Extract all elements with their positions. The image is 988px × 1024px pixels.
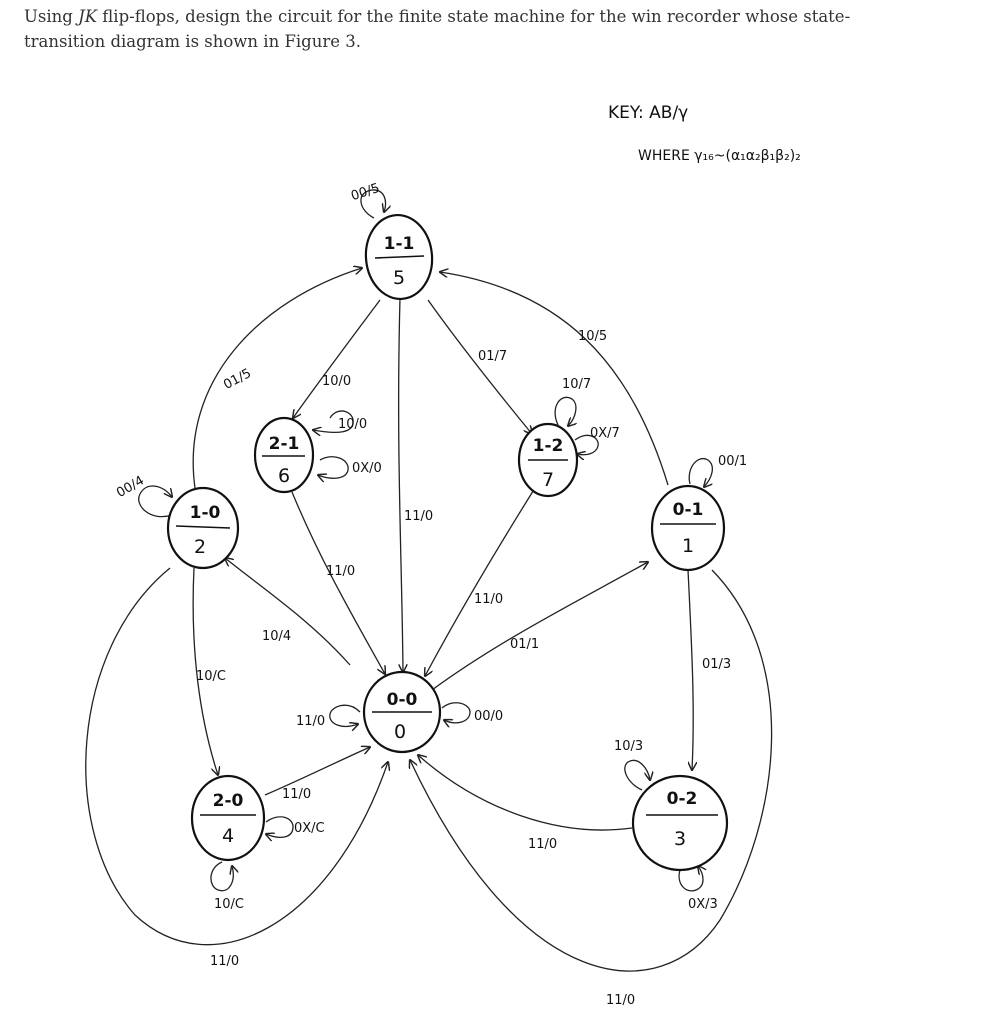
loop-s12-top: [554, 396, 576, 426]
state-0-0: 0-0 0: [362, 670, 442, 754]
label-s11-s12: 01/7: [478, 349, 507, 364]
label-s12-self-10: 10/7: [562, 377, 591, 392]
question-text-line1: flip-flops, design the circuit for the f…: [97, 7, 851, 26]
state-1-1: 1-1 5: [364, 213, 434, 301]
state-0-0-output: 0: [394, 721, 406, 743]
label-s20-s00: 11/0: [282, 787, 311, 802]
state-1-2-output: 7: [542, 469, 554, 491]
state-2-0: 2-0 4: [190, 774, 266, 862]
loop-s02-bottom: [678, 866, 703, 892]
state-1-0-name: 1-0: [190, 503, 221, 523]
label-s11-s21: 10/0: [322, 374, 351, 389]
edge-s10-s20: [192, 567, 218, 775]
loop-s11: [360, 189, 386, 219]
label-s01-s02: 01/3: [702, 657, 731, 672]
loop-s02-top: [624, 759, 650, 791]
loop-s01: [688, 458, 714, 487]
edge-s21-s00: [291, 491, 385, 674]
edge-s10-s00-outer: [85, 567, 388, 946]
label-s01-s11: 10/5: [578, 329, 607, 344]
label-s10-s11: 01/5: [221, 366, 254, 393]
edge-s00-s10: [225, 558, 351, 666]
key-line-2: WHERE γ₁₆~(α₁α₂β₁β₂)₂: [638, 148, 801, 164]
key-line-1: KEY: AB/γ: [608, 103, 688, 123]
edge-s11-s12: [427, 299, 532, 434]
state-1-0-output: 2: [194, 536, 206, 558]
label-s20-self-0x: 0X/C: [294, 821, 325, 836]
label-s10-s20: 10/C: [196, 669, 226, 684]
label-s12-self-0x: 0X/7: [590, 426, 620, 441]
loop-s21-bottom: [318, 456, 349, 479]
loop-s12-right: [574, 434, 599, 454]
question-text-pre: Using: [24, 7, 79, 26]
edge-s01-s11: [440, 272, 669, 486]
edge-s02-s00: [418, 755, 633, 831]
loop-s20-bottom: [210, 861, 233, 892]
label-s11-self: 00/5: [349, 181, 381, 204]
label-s02-self-0x: 0X/3: [688, 897, 718, 912]
label-s21-self-10: 10/0: [338, 417, 367, 432]
state-2-1: 2-1 6: [253, 416, 315, 494]
edge-s10-s11: [192, 268, 362, 489]
loop-s00-left: [329, 704, 361, 726]
edge-s20-s00: [264, 747, 370, 796]
edge-s11-s00: [397, 297, 403, 672]
state-0-0-name: 0-0: [387, 690, 418, 710]
state-0-1: 0-1 1: [650, 484, 726, 572]
state-1-1-name: 1-1: [384, 234, 415, 254]
state-1-2: 1-2 7: [517, 422, 579, 498]
state-0-2: 0-2 3: [631, 774, 729, 872]
label-s01-s00-outer: 11/0: [606, 993, 635, 1008]
label-s01-self: 00/1: [718, 454, 747, 469]
label-s00-self-11: 11/0: [296, 714, 325, 729]
state-1-2-name: 1-2: [533, 436, 564, 456]
label-s00-self-00: 00/0: [474, 709, 503, 724]
label-s11-s00: 11/0: [404, 509, 433, 524]
state-2-1-output: 6: [278, 465, 290, 487]
label-s10-s00-outer: 11/0: [210, 954, 239, 969]
edge-s01-s00-outer: [410, 569, 773, 972]
edge-s12-s00: [425, 487, 536, 676]
label-s12-s00: 11/0: [474, 592, 503, 607]
loop-s21-top: [313, 410, 354, 432]
loop-s20-right: [266, 816, 294, 838]
edge-s11-s21: [293, 299, 381, 418]
edge-s01-s02: [687, 569, 693, 770]
label-s00-s10: 10/4: [262, 629, 291, 644]
label-s02-s00: 11/0: [528, 837, 557, 852]
label-s20-self-10: 10/C: [214, 897, 244, 912]
state-1-0: 1-0 2: [166, 486, 240, 570]
question-text-jk: JK: [78, 7, 98, 26]
state-1-1-output: 5: [393, 267, 405, 289]
state-2-1-name: 2-1: [269, 434, 300, 454]
label-s02-self-10: 10/3: [614, 739, 643, 754]
state-0-2-output: 3: [674, 828, 686, 850]
loop-s10: [138, 485, 172, 518]
state-2-0-output: 4: [222, 825, 234, 847]
state-0-1-output: 1: [682, 535, 694, 557]
question-text-line2: transition diagram is shown in Figure 3.: [24, 32, 362, 51]
label-s00-s01: 01/1: [510, 637, 539, 652]
state-0-2-name: 0-2: [667, 789, 698, 809]
state-2-0-name: 2-0: [213, 791, 244, 811]
label-s10-self: 00/4: [114, 473, 147, 501]
label-s21-self-0x: 0X/0: [352, 461, 382, 476]
question-text: Using JK flip-flops, design the circuit …: [24, 4, 964, 54]
edge-s00-s01: [431, 562, 648, 691]
state-0-1-name: 0-1: [673, 500, 704, 520]
label-s21-s00: 11/0: [326, 564, 355, 579]
loop-s00-right: [441, 702, 471, 723]
